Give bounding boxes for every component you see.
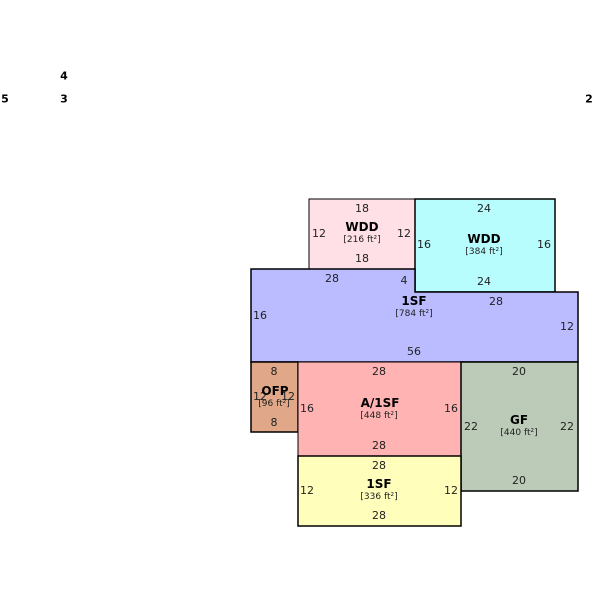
dim-label: 28	[372, 459, 386, 472]
dim-label: 22	[464, 420, 478, 433]
dim-label: 16	[253, 309, 267, 322]
dim-label: 16	[417, 238, 431, 251]
area-name: OFP	[261, 384, 289, 398]
wdd-large-area	[414, 198, 556, 293]
dim-label: 4	[400, 274, 408, 287]
dim-label: 12	[397, 227, 411, 240]
area-name: A/1SF	[360, 396, 400, 410]
dim-label: 12	[281, 390, 295, 403]
area-size: [336 ft²]	[360, 492, 398, 502]
dim-label: 18	[355, 202, 369, 215]
dim-label: 12	[312, 227, 326, 240]
area-size: [448 ft²]	[360, 411, 398, 421]
dim-label: 12	[560, 320, 574, 333]
stray-label-5: 5	[1, 92, 9, 106]
dim-label: 28	[372, 509, 386, 522]
dim-label: 12	[253, 390, 267, 403]
dim-label: 16	[300, 402, 314, 415]
area-name: WDD	[345, 220, 379, 234]
dim-label: 16	[444, 402, 458, 415]
dim-label: 24	[477, 275, 491, 288]
dim-label: 12	[300, 484, 314, 497]
dim-label: 16	[537, 238, 551, 251]
stray-label-3: 3	[60, 92, 68, 106]
area-size: [440 ft²]	[500, 428, 538, 438]
dim-label: 8	[270, 365, 278, 378]
dim-label: 28	[372, 439, 386, 452]
area-name: GF	[509, 413, 529, 427]
area-name: 1SF	[401, 294, 427, 308]
dim-label: 28	[489, 295, 503, 308]
area-size: [216 ft²]	[343, 235, 381, 245]
dim-label: 12	[444, 484, 458, 497]
dim-label: 24	[477, 202, 491, 215]
dim-label: 28	[372, 365, 386, 378]
area-name: WDD	[467, 232, 501, 246]
dim-label: 20	[512, 365, 526, 378]
gf-area	[460, 361, 579, 492]
ofp-area	[250, 361, 299, 433]
dim-label: 8	[270, 416, 278, 429]
stray-label-2: 2	[585, 92, 593, 106]
area-name: 1SF	[366, 477, 392, 491]
a1sf-area	[297, 361, 462, 457]
stray-label-4: 4	[60, 69, 68, 83]
dim-label: 20	[512, 474, 526, 487]
dim-label: 56	[407, 345, 421, 358]
area-size: [784 ft²]	[395, 309, 433, 319]
dim-label: 18	[355, 252, 369, 265]
wdd-small-area	[308, 198, 416, 270]
area-size: [384 ft²]	[465, 247, 503, 257]
dim-label: 28	[325, 272, 339, 285]
dim-label: 22	[560, 420, 574, 433]
1sf-lower-area	[297, 455, 462, 527]
area-size: [96 ft²]	[258, 399, 290, 409]
